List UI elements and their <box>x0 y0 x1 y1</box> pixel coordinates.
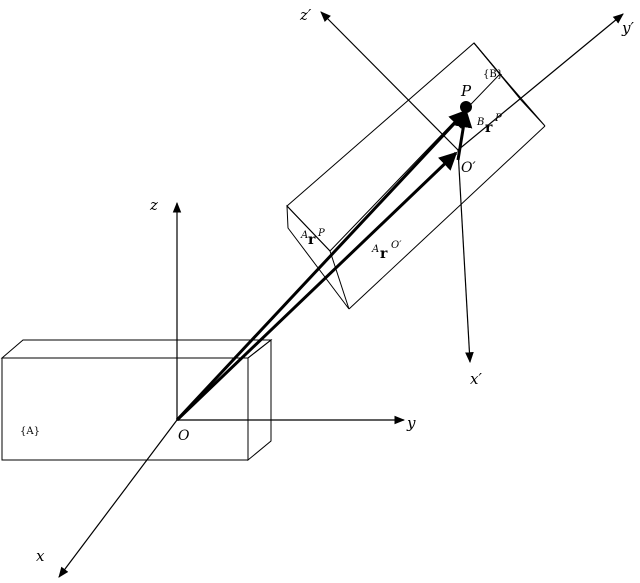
svg-text:r: r <box>308 232 316 248</box>
svg-text:A: A <box>371 244 379 255</box>
z-prime-axis <box>320 11 459 151</box>
label-a-r-o-prime: A r O′ <box>371 240 402 262</box>
svg-text:P: P <box>317 228 325 239</box>
z-axis-label: z <box>149 196 158 214</box>
position-vectors <box>175 109 473 422</box>
frame-a-axes <box>58 201 406 578</box>
frame-b-axes <box>320 11 624 364</box>
box-a <box>0 338 273 462</box>
box-b <box>286 42 546 310</box>
frame-a-label: {A} <box>20 426 40 437</box>
x-axis-label: x <box>36 547 45 565</box>
svg-text:r: r <box>380 246 388 262</box>
x-axis <box>58 419 178 578</box>
svg-text:A: A <box>300 230 308 241</box>
y-prime-axis <box>457 13 624 151</box>
vector-b-r-p <box>454 109 473 161</box>
svg-text:P: P <box>494 113 502 124</box>
label-a-r-p: A r P <box>300 228 325 248</box>
svg-text:B: B <box>476 117 484 128</box>
point-p-label: P <box>460 82 472 100</box>
frame-b-label: {B} <box>483 69 503 80</box>
vector-a-r-p <box>175 109 468 422</box>
svg-text:r: r <box>485 120 493 136</box>
y-prime-axis-label: y′ <box>621 19 634 37</box>
y-axis-label: y <box>406 414 416 432</box>
x-prime-axis-label: x′ <box>470 370 482 388</box>
label-b-r-p: B r P <box>476 113 502 136</box>
x-prime-axis <box>457 149 474 364</box>
origin-o-prime-label: O′ <box>461 160 476 176</box>
origin-o-label: O <box>178 428 190 444</box>
z-prime-axis-label: z′ <box>299 6 312 24</box>
point-p-dot <box>460 101 472 113</box>
vector-a-r-o-prime <box>175 151 458 422</box>
svg-text:O′: O′ <box>391 240 402 251</box>
